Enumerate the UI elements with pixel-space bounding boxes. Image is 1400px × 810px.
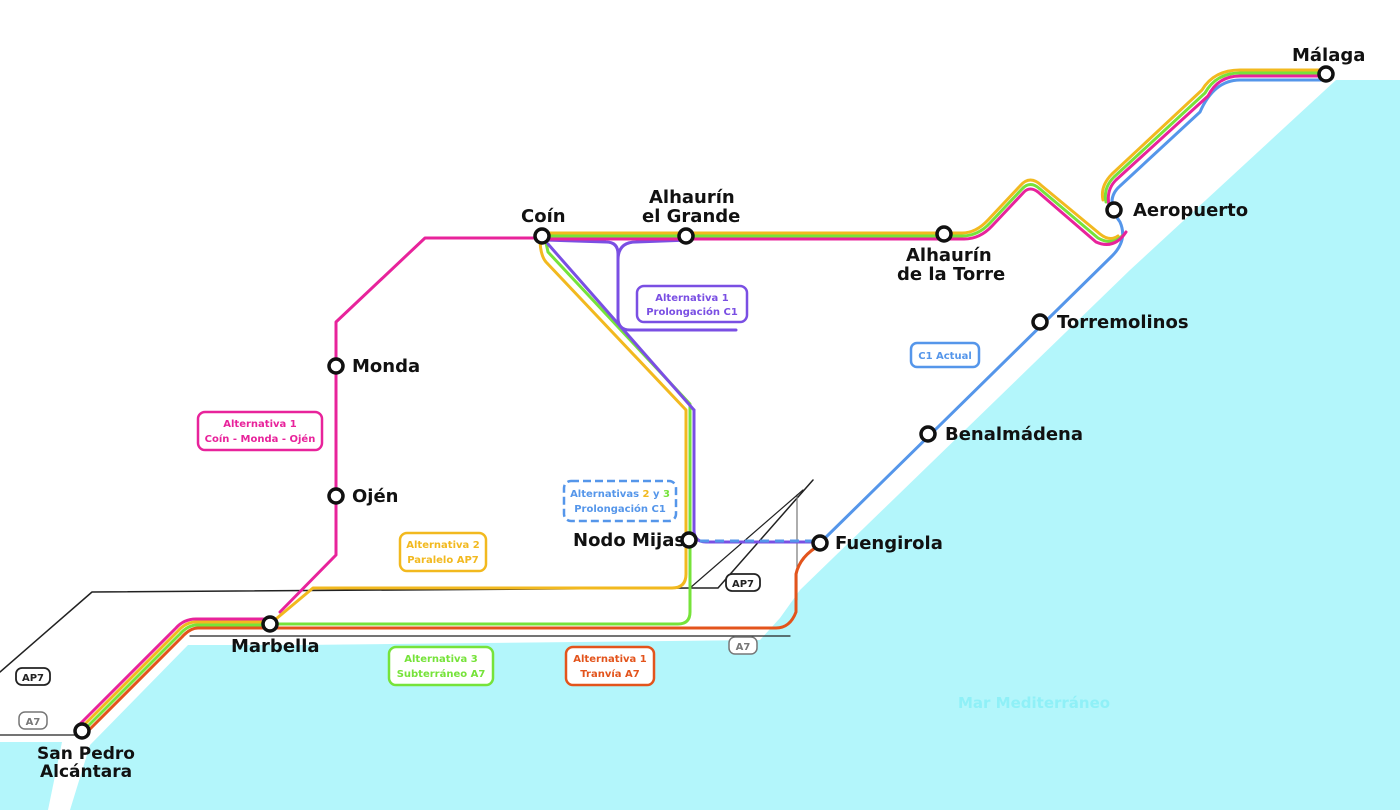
station-benalmadena[interactable]: Benalmádena (919, 424, 1083, 445)
station-alhaurin-de-la-torre[interactable]: Alhaurín de la Torre (897, 225, 1005, 285)
station-label-benalmadena: Benalmádena (945, 424, 1083, 445)
station-label-alhaurin-torre-2: de la Torre (897, 264, 1005, 285)
svg-text:Alternativa 1: Alternativa 1 (573, 654, 646, 665)
svg-text:Tranvía A7: Tranvía A7 (580, 668, 639, 680)
station-fuengirola[interactable]: Fuengirola (811, 533, 943, 554)
svg-text:Alternativa 1: Alternativa 1 (223, 419, 296, 430)
station-coin[interactable]: Coín (521, 206, 566, 245)
station-label-san-pedro-1: San Pedro (37, 744, 135, 764)
station-aeropuerto[interactable]: Aeropuerto (1105, 200, 1248, 221)
road-badge-a7-east: A7 (728, 636, 758, 655)
station-label-monda: Monda (352, 356, 420, 377)
station-label-ojen: Ojén (352, 486, 399, 507)
station-label-aeropuerto: Aeropuerto (1133, 200, 1248, 221)
trunk-coin-malaga (540, 68, 1328, 246)
road-badge-ap7-west: AP7 (15, 667, 51, 686)
station-label-fuengirola: Fuengirola (835, 533, 943, 554)
sea-area-west (0, 742, 62, 810)
label-alt3-subterraneo-a7: Alternativa 3 Subterráneo A7 (387, 645, 495, 687)
station-label-alhaurin-grande-2: el Grande (642, 206, 740, 227)
station-nodo-mijas[interactable]: Nodo Mijas (573, 530, 698, 551)
sea-label: Mar Mediterráneo (958, 694, 1110, 712)
station-ojen[interactable]: Ojén (327, 486, 399, 507)
line-alt1-tranvia-a7 (268, 543, 822, 630)
station-label-torremolinos: Torremolinos (1057, 312, 1189, 333)
road-diagonal (689, 489, 804, 589)
station-malaga[interactable]: Málaga (1292, 45, 1365, 83)
svg-text:Alternativa 1: Alternativa 1 (655, 293, 728, 304)
station-san-pedro-alcantara[interactable]: San Pedro Alcántara (37, 722, 135, 782)
station-torremolinos[interactable]: Torremolinos (1031, 312, 1189, 333)
label-c1-actual: C1 Actual (909, 341, 981, 369)
label-alt1-prolongacion-c1: Alternativa 1 Prolongación C1 (635, 284, 749, 324)
station-label-san-pedro-2: Alcántara (40, 762, 132, 782)
svg-text:Alternativa 2: Alternativa 2 (406, 540, 479, 551)
svg-text:A7: A7 (26, 717, 41, 728)
road-badge-ap7-east: AP7 (725, 573, 761, 592)
station-label-malaga: Málaga (1292, 45, 1365, 66)
station-alhaurin-el-grande[interactable]: Alhaurín el Grande (642, 187, 740, 245)
label-alternativas-2-y-3: Alternativas 2 y 3 Prolongación C1 (562, 479, 678, 523)
svg-text:Paralelo AP7: Paralelo AP7 (407, 555, 479, 566)
station-label-marbella: Marbella (231, 636, 320, 657)
svg-text:Coín - Monda - Ojén: Coín - Monda - Ojén (205, 433, 316, 445)
line-alt1-coin-monda-ojen (278, 236, 544, 614)
svg-text:AP7: AP7 (22, 673, 44, 684)
station-monda[interactable]: Monda (327, 356, 420, 377)
svg-text:Prolongación C1: Prolongación C1 (574, 503, 666, 515)
a7-road (0, 635, 791, 736)
station-marbella[interactable]: Marbella (231, 615, 320, 657)
line-alt3-subterraneo-a7 (273, 236, 692, 626)
road-badge-a7-west: A7 (18, 711, 48, 730)
station-label-nodo-mijas: Nodo Mijas (573, 530, 685, 551)
line-alt1-c1-branch (546, 242, 696, 412)
svg-text:Alternativas 2 y 3: Alternativas 2 y 3 (570, 489, 670, 500)
label-alt1-coin-monda-ojen: Alternativa 1 Coín - Monda - Ojén (196, 410, 324, 452)
svg-text:A7: A7 (736, 642, 751, 653)
svg-text:Prolongación C1: Prolongación C1 (646, 306, 738, 318)
line-alt2-paralelo-ap7 (268, 236, 688, 626)
station-label-alhaurin-torre-1: Alhaurín (906, 245, 992, 266)
svg-text:C1 Actual: C1 Actual (918, 351, 972, 362)
svg-text:Subterráneo A7: Subterráneo A7 (397, 668, 486, 680)
label-alt1-tranvia-a7: Alternativa 1 Tranvía A7 (564, 645, 656, 687)
sea-area (70, 80, 1400, 810)
trunk-marbella-sanpedro (76, 617, 272, 737)
station-label-coin: Coín (521, 206, 566, 227)
svg-text:AP7: AP7 (732, 579, 754, 590)
station-label-alhaurin-grande-1: Alhaurín (649, 187, 735, 208)
label-alt2-paralelo-ap7: Alternativa 2 Paralelo AP7 (398, 531, 488, 573)
svg-text:Alternativa 3: Alternativa 3 (404, 654, 477, 665)
line-c1-actual (818, 78, 1328, 545)
